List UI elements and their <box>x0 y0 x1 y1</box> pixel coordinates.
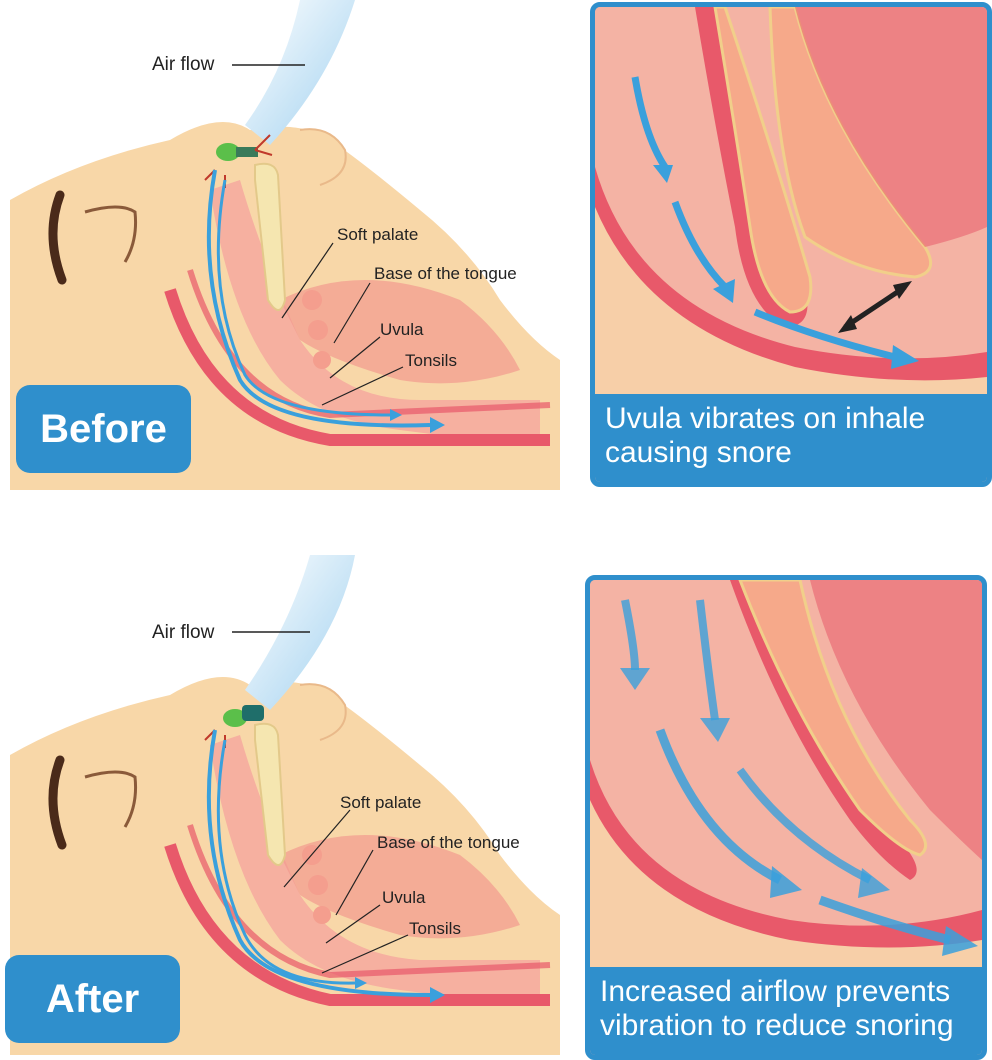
soft-palate-label: Soft palate <box>337 225 419 244</box>
before-zoom-panel: Uvula vibrates on inhale causing snore <box>590 2 992 487</box>
tonsils-label: Tonsils <box>409 919 461 938</box>
air-flow-label: Air flow <box>152 622 215 643</box>
air-flow-label: Air flow <box>152 54 215 75</box>
before-uvula-closeup <box>595 7 987 397</box>
base-of-tongue-label: Base of the tongue <box>377 833 520 852</box>
after-head-diagram: Air flow Soft palate Base of the tongue … <box>0 555 560 1055</box>
before-caption: Uvula vibrates on inhale causing snore <box>595 394 987 482</box>
tonsils-label: Tonsils <box>405 351 457 370</box>
before-caption-line1: Uvula vibrates on inhale <box>605 402 926 435</box>
before-head-diagram: Air flow Soft palate Base of the tongue … <box>0 0 560 490</box>
before-badge: Before <box>16 385 191 473</box>
after-caption-line2: vibration to reduce snoring <box>600 1009 954 1042</box>
after-uvula-closeup <box>590 580 982 970</box>
after-caption: Increased airflow prevents vibration to … <box>590 967 982 1055</box>
base-of-tongue-label: Base of the tongue <box>374 264 517 283</box>
soft-palate-label: Soft palate <box>340 793 422 812</box>
uvula-label: Uvula <box>380 320 424 339</box>
before-caption-line2: causing snore <box>605 436 792 469</box>
uvula-label: Uvula <box>382 888 426 907</box>
after-caption-line1: Increased airflow prevents <box>600 975 951 1008</box>
after-zoom-panel: Increased airflow prevents vibration to … <box>585 575 987 1060</box>
after-badge: After <box>5 955 180 1043</box>
